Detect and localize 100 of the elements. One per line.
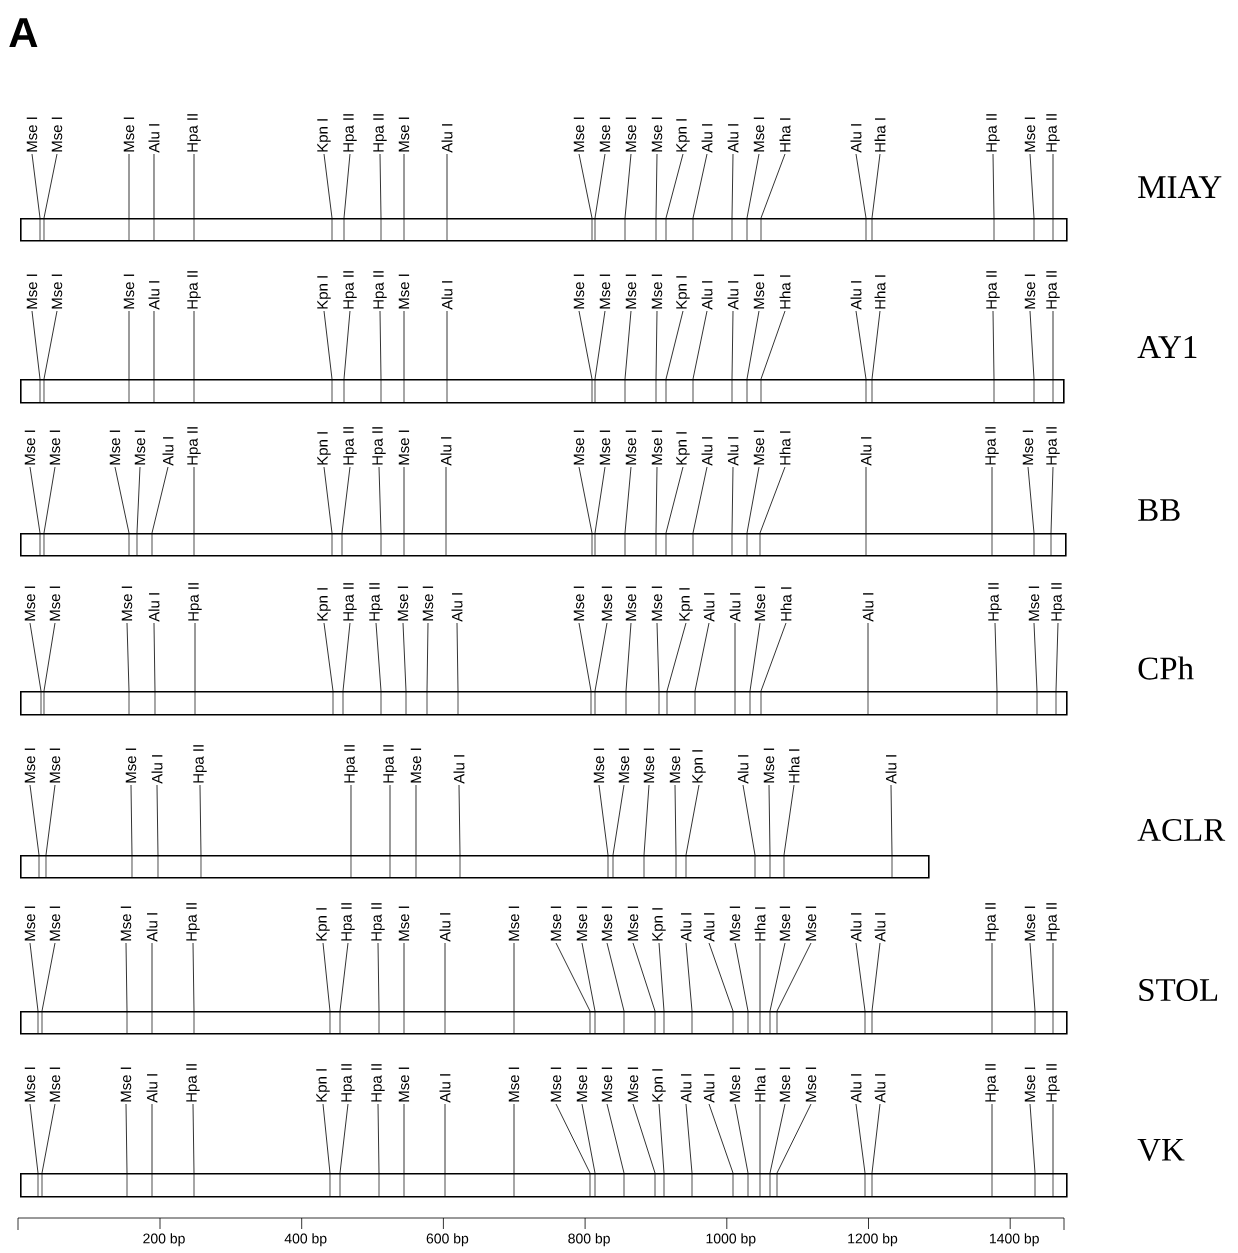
- sequence-bar: [20, 378, 1065, 404]
- site-label: Hha I: [788, 749, 800, 783]
- site-label: Hpa II: [343, 583, 357, 621]
- leader-line: [29, 942, 39, 1012]
- site-label: Mse I: [618, 748, 630, 783]
- site-label: Mse I: [754, 586, 766, 621]
- leader-line: [685, 784, 700, 856]
- site-label: Mse I: [627, 906, 639, 941]
- site-label: Mse I: [121, 586, 133, 621]
- site-label: Mse I: [49, 1067, 61, 1102]
- site-label: Alu I: [701, 281, 713, 310]
- leader-line: [151, 466, 169, 534]
- sequence-bar: [20, 532, 1067, 557]
- site-label: Alu I: [162, 437, 174, 466]
- leader-line: [1052, 1103, 1054, 1174]
- site-label: Hha I: [754, 1068, 766, 1102]
- leader-line: [403, 310, 405, 380]
- leader-line: [655, 153, 658, 219]
- leader-line: [444, 942, 446, 1012]
- leader-line: [632, 1103, 656, 1174]
- tick-label: 1400 bp: [989, 1233, 1039, 1247]
- leader-line: [125, 942, 128, 1012]
- leader-line: [692, 153, 708, 219]
- leader-line: [746, 153, 760, 219]
- leader-line: [768, 784, 771, 856]
- leader-line: [581, 1103, 596, 1174]
- site-label: Hpa II: [369, 583, 383, 621]
- site-label: Mse I: [805, 906, 817, 941]
- leader-line: [749, 622, 761, 692]
- site-label: Hpa II: [187, 427, 201, 465]
- leader-line: [760, 310, 786, 380]
- site-label: Mse I: [643, 748, 655, 783]
- site-label: Hpa II: [1046, 271, 1060, 309]
- site-label: Mse I: [49, 586, 61, 621]
- leader-line: [403, 153, 405, 219]
- site-label: Mse I: [1024, 1067, 1036, 1102]
- site-label: Hpa II: [985, 1064, 999, 1102]
- tick-label: 400 bp: [284, 1233, 327, 1247]
- leader-line: [126, 622, 130, 692]
- site-label: Mse I: [51, 274, 63, 309]
- leader-line: [323, 622, 334, 692]
- leader-line: [377, 1103, 380, 1174]
- leader-line: [375, 622, 382, 692]
- leader-line: [855, 942, 866, 1012]
- site-label: Mse I: [120, 906, 132, 941]
- isolate-name: VK: [1137, 1138, 1185, 1162]
- site-label: Hha I: [779, 118, 791, 152]
- sequence-bar: [20, 217, 1068, 242]
- site-label: Kpn I: [676, 432, 690, 465]
- leader-line: [783, 784, 795, 856]
- site-label: Mse I: [398, 906, 410, 941]
- site-label: Mse I: [24, 748, 36, 783]
- site-label: Mse I: [669, 748, 681, 783]
- leader-line: [871, 153, 881, 219]
- leader-line: [151, 1103, 153, 1174]
- site-label: Alu I: [703, 913, 715, 942]
- site-label: Alu I: [727, 437, 739, 466]
- site-label: Mse I: [24, 430, 36, 465]
- site-label: Alu I: [729, 593, 741, 622]
- site-label: Mse I: [49, 748, 61, 783]
- leader-line: [1029, 942, 1036, 1012]
- leader-line: [343, 310, 351, 380]
- leader-line: [513, 942, 515, 1012]
- leader-line: [322, 942, 331, 1012]
- leader-line: [456, 622, 459, 692]
- isolate-name: BB: [1138, 499, 1180, 521]
- leader-line: [594, 310, 606, 380]
- sequence-bar: [20, 1010, 1068, 1035]
- leader-line: [731, 310, 734, 380]
- leader-line: [992, 153, 995, 219]
- site-label: Alu I: [148, 124, 160, 153]
- leader-line: [1055, 622, 1059, 692]
- site-label: Alu I: [703, 593, 715, 622]
- leader-line: [578, 622, 592, 692]
- leader-line: [444, 1103, 446, 1174]
- leader-line: [769, 942, 786, 1012]
- site-label: Mse I: [109, 430, 121, 465]
- site-label: Mse I: [805, 1067, 817, 1102]
- site-label: Mse I: [753, 430, 765, 465]
- site-label: Kpn I: [679, 588, 693, 621]
- leader-line: [339, 942, 349, 1012]
- site-label: Kpn I: [652, 908, 666, 941]
- leader-line: [665, 153, 684, 219]
- leader-line: [692, 466, 708, 534]
- site-label: Alu I: [727, 124, 739, 153]
- leader-line: [41, 1103, 56, 1174]
- leader-line: [742, 784, 756, 856]
- tick-label: 600 bp: [426, 1233, 469, 1247]
- leader-line: [323, 310, 333, 380]
- leader-line: [655, 310, 658, 380]
- leader-line: [606, 942, 625, 1012]
- site-label: Hpa II: [985, 427, 999, 465]
- leader-line: [29, 1103, 39, 1174]
- leader-line: [1033, 622, 1038, 692]
- site-label: Hpa II: [343, 271, 357, 309]
- leader-line: [581, 942, 596, 1012]
- site-label: Hpa II: [1046, 1064, 1060, 1102]
- site-label: Hpa II: [988, 583, 1002, 621]
- leader-line: [41, 942, 56, 1012]
- site-label: Hpa II: [186, 903, 200, 941]
